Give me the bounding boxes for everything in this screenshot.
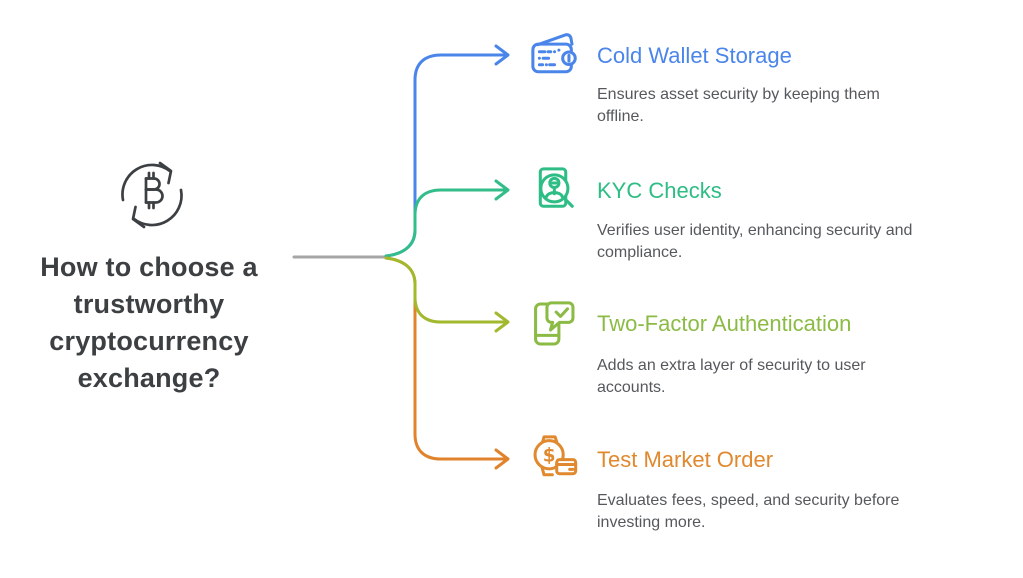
item-title-2fa: Two-Factor Authentication [597,311,852,336]
branch-line-test-order [384,256,508,461]
branch-arrow-2fa [494,311,510,333]
branch-arrow-test-order [494,448,510,470]
branch-arrow-cold-wallet [494,44,510,66]
main-title-line: How to choose a [40,252,258,282]
item-desc-kyc: Verifies user identity, enhancing securi… [597,220,997,264]
main-title-line: cryptocurrency [49,326,249,356]
desc-line: compliance. [597,244,683,261]
item-title-test-order: Test Market Order [597,447,774,472]
main-title-line: trustworthy [73,289,225,319]
cold-wallet-icon [528,29,580,81]
svg-text:$: $ [543,445,556,466]
item-desc-test-order: Evaluates fees, speed, and security befo… [597,490,997,534]
item-title-kyc: KYC Checks [597,178,722,203]
phone-check-icon [528,298,580,350]
watch-card-icon: $ [528,432,580,484]
desc-line: accounts. [597,379,666,396]
desc-line: Adds an extra layer of security to user [597,357,866,374]
branch-line-2fa [384,256,508,324]
branch-line-kyc [384,188,508,258]
item-desc-2fa: Adds an extra layer of security to user … [597,355,997,399]
main-title-line: exchange? [77,363,221,393]
kyc-magnifier-icon [530,164,582,216]
branch-line-cold-wallet [384,53,508,258]
bitcoin-cycle-icon [112,155,192,235]
main-question-title: How to choose a trustworthy cryptocurren… [18,249,280,397]
desc-line: Verifies user identity, enhancing securi… [597,222,913,239]
desc-line: investing more. [597,514,706,531]
desc-line: offline. [597,108,644,125]
branch-arrow-kyc [494,179,510,201]
item-title-cold-wallet: Cold Wallet Storage [597,43,792,68]
desc-line: Evaluates fees, speed, and security befo… [597,492,900,509]
desc-line: Ensures asset security by keeping them [597,86,880,103]
item-desc-cold-wallet: Ensures asset security by keeping them o… [597,84,997,128]
